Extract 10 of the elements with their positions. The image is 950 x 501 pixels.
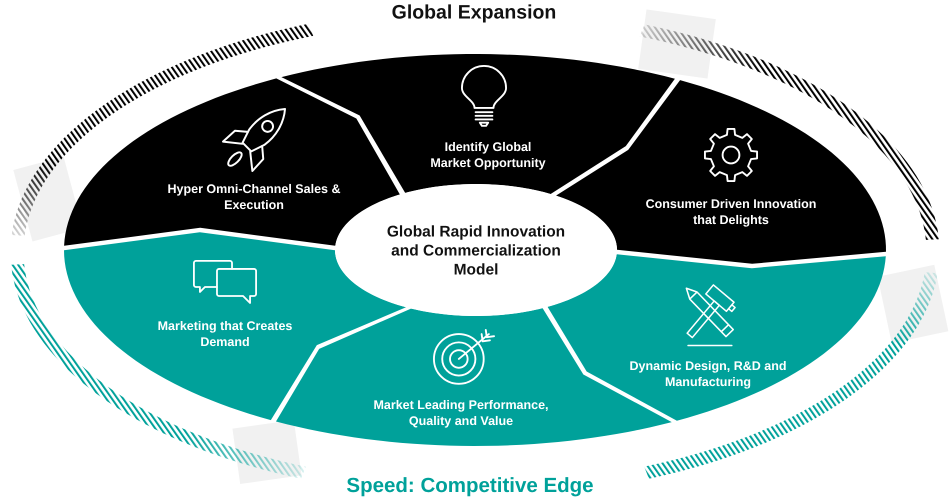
segment-label: Market Leading Performance, Quality and Value (372, 397, 550, 429)
segment-label: Consumer Driven Innovation that Delights (645, 196, 817, 228)
center-title: Global Rapid Innovation and Commercialization Model (386, 222, 566, 280)
segment-label: Marketing that Creates Demand (157, 318, 293, 350)
bottom-caption: Speed: Competitive Edge (346, 474, 594, 498)
top-caption: Global Expansion (392, 2, 556, 24)
segment-label: Dynamic Design, R&D and Manufacturing (629, 358, 787, 390)
segment-label: Identify Global Market Opportunity (430, 139, 546, 171)
segment-label: Hyper Omni-Channel Sales & Execution (167, 181, 341, 213)
ring-segment (547, 254, 886, 421)
